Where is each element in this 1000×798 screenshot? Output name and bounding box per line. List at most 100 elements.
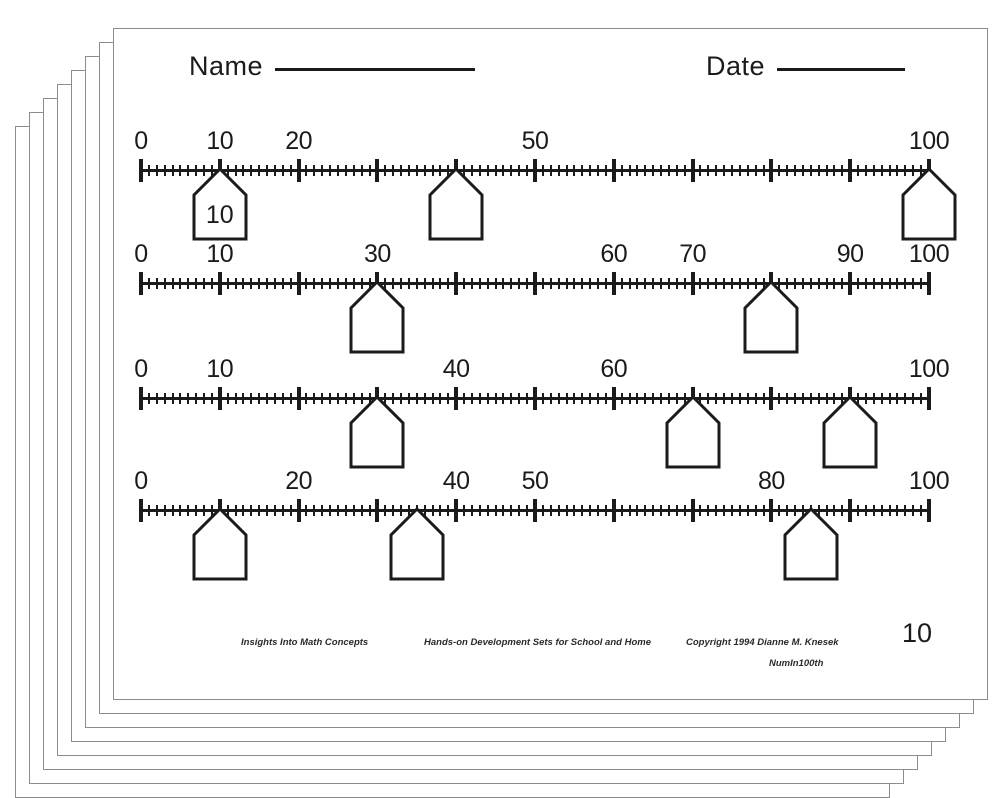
minor-tick	[817, 278, 820, 289]
minor-tick	[518, 505, 521, 516]
minor-tick	[896, 278, 899, 289]
tick-label: 30	[363, 240, 391, 268]
minor-tick	[321, 278, 324, 289]
minor-tick	[549, 278, 552, 289]
minor-tick	[439, 165, 442, 176]
minor-tick	[683, 505, 686, 516]
house-marker[interactable]	[820, 395, 880, 471]
minor-tick	[439, 278, 442, 289]
major-tick	[139, 159, 143, 182]
house-marker[interactable]	[899, 167, 959, 243]
minor-tick	[163, 393, 166, 404]
minor-tick	[360, 505, 363, 516]
house-shape-icon	[743, 280, 799, 354]
minor-tick	[392, 393, 395, 404]
minor-tick	[864, 278, 867, 289]
minor-tick	[329, 505, 332, 516]
minor-tick	[581, 393, 584, 404]
minor-tick	[557, 393, 560, 404]
house-marker[interactable]	[190, 507, 250, 583]
house-shape-icon	[901, 167, 957, 241]
minor-tick	[817, 165, 820, 176]
major-tick	[533, 159, 537, 182]
minor-tick	[266, 393, 269, 404]
house-marker[interactable]	[387, 507, 447, 583]
minor-tick	[494, 505, 497, 516]
minor-tick	[321, 505, 324, 516]
minor-tick	[541, 393, 544, 404]
minor-tick	[778, 278, 781, 289]
minor-tick	[620, 393, 623, 404]
minor-tick	[675, 278, 678, 289]
minor-tick	[360, 278, 363, 289]
minor-tick	[738, 393, 741, 404]
tick-label: 60	[600, 240, 628, 268]
minor-tick	[904, 505, 907, 516]
minor-tick	[817, 393, 820, 404]
minor-tick	[510, 278, 513, 289]
minor-tick	[644, 505, 647, 516]
minor-tick	[912, 278, 915, 289]
minor-tick	[147, 393, 150, 404]
tick-label: 70	[679, 240, 706, 268]
minor-tick	[746, 505, 749, 516]
house-marker[interactable]	[741, 280, 801, 356]
minor-tick	[809, 165, 812, 176]
minor-tick	[746, 393, 749, 404]
minor-tick	[786, 278, 789, 289]
minor-tick	[652, 165, 655, 176]
minor-tick	[809, 278, 812, 289]
minor-tick	[589, 278, 592, 289]
minor-tick	[273, 393, 276, 404]
minor-tick	[305, 165, 308, 176]
house-marker[interactable]	[781, 507, 841, 583]
minor-tick	[400, 393, 403, 404]
minor-tick	[549, 165, 552, 176]
tick-label: 100	[908, 240, 950, 268]
tick-label: 40	[442, 467, 470, 495]
house-marker[interactable]: 10	[190, 167, 250, 243]
minor-tick	[794, 393, 797, 404]
minor-tick	[660, 165, 663, 176]
name-write-line[interactable]	[275, 68, 476, 71]
minor-tick	[210, 393, 213, 404]
house-marker[interactable]	[347, 280, 407, 356]
major-tick	[296, 159, 301, 182]
minor-tick	[904, 165, 907, 176]
minor-tick	[880, 278, 883, 289]
minor-tick	[526, 278, 529, 289]
minor-tick	[163, 505, 166, 516]
minor-tick	[597, 393, 600, 404]
minor-tick	[329, 393, 332, 404]
minor-tick	[667, 393, 670, 404]
house-marker[interactable]	[426, 167, 486, 243]
minor-tick	[628, 393, 631, 404]
minor-tick	[920, 505, 923, 516]
minor-tick	[565, 165, 568, 176]
minor-tick	[518, 165, 521, 176]
minor-tick	[234, 278, 237, 289]
minor-tick	[478, 278, 481, 289]
major-tick	[296, 272, 301, 295]
date-write-line[interactable]	[777, 68, 906, 71]
minor-tick	[864, 393, 867, 404]
minor-tick	[888, 393, 891, 404]
minor-tick	[171, 393, 174, 404]
minor-tick	[920, 393, 923, 404]
minor-tick	[415, 393, 418, 404]
major-tick	[690, 499, 695, 522]
minor-tick	[699, 393, 702, 404]
minor-tick	[494, 165, 497, 176]
house-marker[interactable]	[663, 395, 723, 471]
minor-tick	[597, 505, 600, 516]
tick-label: 50	[521, 467, 549, 495]
minor-tick	[573, 278, 576, 289]
minor-tick	[683, 393, 686, 404]
minor-tick	[368, 505, 371, 516]
minor-tick	[337, 278, 339, 289]
minor-tick	[195, 393, 198, 404]
minor-tick	[431, 278, 434, 289]
minor-tick	[573, 393, 576, 404]
minor-tick	[738, 278, 741, 289]
house-marker[interactable]	[347, 395, 407, 471]
